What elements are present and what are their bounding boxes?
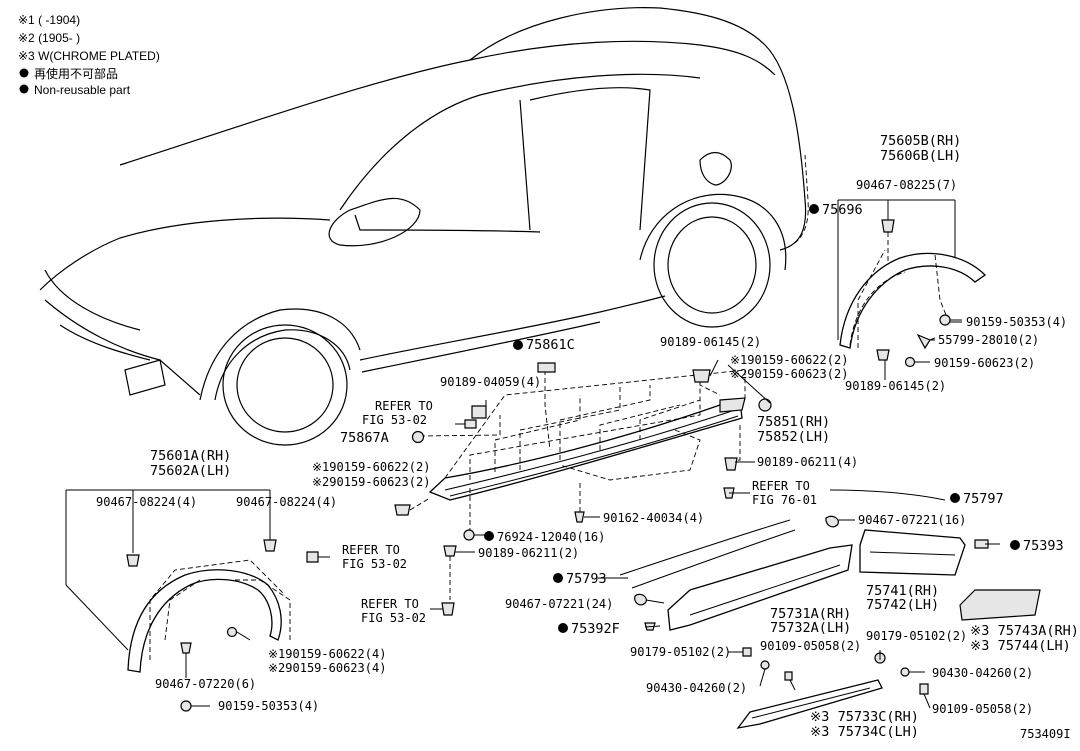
label-90189-06211-4: 90189-06211(4) xyxy=(757,455,858,469)
legend-note-2: ※2 (1905- ) xyxy=(18,31,80,45)
label-90467-07221-24: 90467-07221(24) xyxy=(505,597,613,611)
vehicle-outline xyxy=(39,7,809,446)
label-75605b: 75605B(RH) xyxy=(880,133,961,149)
part-labels: 75605B(RH) 75606B(LH) 90467-08225(7) 756… xyxy=(96,133,1079,741)
label-90189-06145-upper: 90189-06145(2) xyxy=(660,335,761,349)
nonreusable-bullet-icon xyxy=(484,531,494,541)
label-75852: 75852(LH) xyxy=(757,429,830,445)
label-fig-53-02-3: FIG 53-02 xyxy=(342,557,407,571)
label-290159-60623-center: ※290159-60623(2) xyxy=(312,475,430,489)
label-refer-to-4: REFER TO xyxy=(361,597,419,611)
label-fig-53-02-1: FIG 53-02 xyxy=(362,413,427,427)
label-90467-07220: 90467-07220(6) xyxy=(155,677,256,691)
nonreusable-bullet-icon xyxy=(558,623,568,633)
label-fig-53-02-4: FIG 53-02 xyxy=(361,611,426,625)
label-75393: 75393 xyxy=(1023,538,1064,554)
leader-lines xyxy=(430,321,1000,709)
label-90109-05058-upper: 90109-05058(2) xyxy=(760,639,861,653)
label-75731a: 75731A(RH) xyxy=(770,606,851,622)
label-75732a: 75732A(LH) xyxy=(770,620,851,636)
label-75606b: 75606B(LH) xyxy=(880,148,961,164)
label-75744: ※3 75744(LH) xyxy=(970,638,1071,654)
label-290159-60623-upper: ※290159-60623(2) xyxy=(730,367,848,381)
label-90467-08224-left: 90467-08224(4) xyxy=(96,495,197,509)
label-90467-08224-right: 90467-08224(4) xyxy=(236,495,337,509)
figure-id: 753409I xyxy=(1020,727,1071,741)
label-90430-04260-right: 90430-04260(2) xyxy=(932,666,1033,680)
label-75696: 75696 xyxy=(822,202,863,218)
label-75793: 75793 xyxy=(566,571,607,587)
label-75602a: 75602A(LH) xyxy=(150,463,231,479)
label-55799-28010: 55799-28010(2) xyxy=(938,333,1039,347)
label-75601a: 75601A(RH) xyxy=(150,448,231,464)
label-refer-to-3: REFER TO xyxy=(342,543,400,557)
label-90159-50353: 90159-50353(4) xyxy=(966,315,1067,329)
label-190159-60622-center: ※190159-60622(2) xyxy=(312,460,430,474)
rear-fender-molding xyxy=(837,199,987,368)
nonreusable-bullet-icon xyxy=(513,340,523,350)
nonreusable-bullet-icon xyxy=(950,493,960,503)
door-moldings xyxy=(619,489,1041,729)
nonreusable-markers xyxy=(484,204,1020,633)
rocker-panel-molding xyxy=(394,362,772,616)
label-290159-60623-4: ※290159-60623(4) xyxy=(268,661,386,675)
label-75797: 75797 xyxy=(963,491,1004,507)
nonreusable-bullet-icon xyxy=(19,68,29,78)
label-76924-12040: 76924-12040(16) xyxy=(497,530,605,544)
label-75392f: 75392F xyxy=(571,621,620,637)
label-75851: 75851(RH) xyxy=(757,414,830,430)
label-75742: 75742(LH) xyxy=(866,597,939,613)
label-90159-60623-right: 90159-60623(2) xyxy=(934,356,1035,370)
legend-note-3: ※3 W(CHROME PLATED) xyxy=(18,49,160,63)
nonreusable-bullet-icon xyxy=(19,84,29,94)
legend-note-1: ※1 ( -1904) xyxy=(18,13,80,27)
label-75743a: ※3 75743A(RH) xyxy=(970,623,1079,639)
label-75741: 75741(RH) xyxy=(866,583,939,599)
label-90467-07221-16: 90467-07221(16) xyxy=(858,513,966,527)
label-75861c: 75861C xyxy=(526,337,575,353)
label-90189-04059: 90189-04059(4) xyxy=(440,375,541,389)
label-90159-50353-lower: 90159-50353(4) xyxy=(218,699,319,713)
label-75734c: ※3 75734C(LH) xyxy=(810,724,919,740)
label-90189-06211-2: 90189-06211(2) xyxy=(478,546,579,560)
label-90179-05102-left: 90179-05102(2) xyxy=(630,645,731,659)
label-90467-08225: 90467-08225(7) xyxy=(856,178,957,192)
nonreusable-bullet-icon xyxy=(1010,540,1020,550)
label-refer-to-2: REFER TO xyxy=(752,479,810,493)
label-75867a: 75867A xyxy=(340,430,389,446)
label-190159-60622-upper: ※190159-60622(2) xyxy=(730,353,848,367)
label-90430-04260-left: 90430-04260(2) xyxy=(646,681,747,695)
label-90162-40034: 90162-40034(4) xyxy=(603,511,704,525)
label-refer-to-1: REFER TO xyxy=(375,399,433,413)
label-75733c: ※3 75733C(RH) xyxy=(810,709,919,725)
label-190159-60622-4: ※190159-60622(4) xyxy=(268,647,386,661)
label-fig-76-01: FIG 76-01 xyxy=(752,493,817,507)
legend-nonreuse-jp: 再使用不可部品 xyxy=(34,66,118,81)
nonreusable-bullet-icon xyxy=(553,573,563,583)
legend-nonreuse-en: Non-reusable part xyxy=(34,83,131,97)
label-90189-06145-lower: 90189-06145(2) xyxy=(845,379,946,393)
nonreusable-bullet-icon xyxy=(809,204,819,214)
label-90109-05058-lower: 90109-05058(2) xyxy=(932,702,1033,716)
front-fender-molding xyxy=(65,489,330,712)
legend: ※1 ( -1904) ※2 (1905- ) ※3 W(CHROME PLAT… xyxy=(18,13,160,97)
label-90179-05102-right: 90179-05102(2) xyxy=(866,629,967,643)
